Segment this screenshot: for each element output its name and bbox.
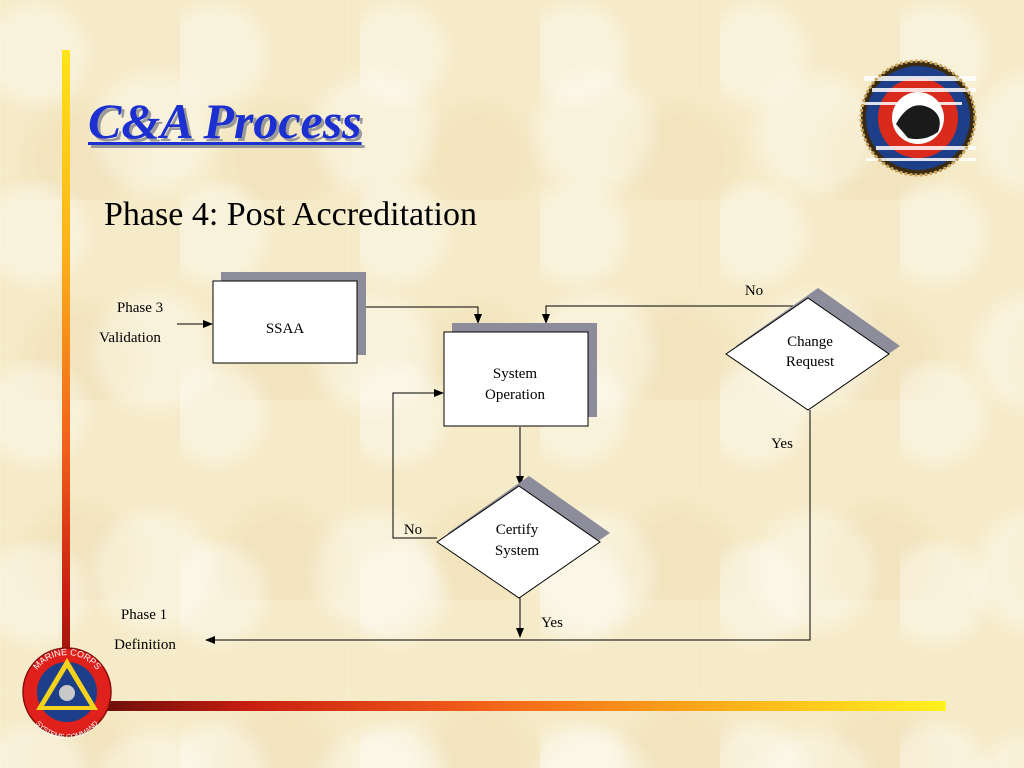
certify-no-label: No <box>404 522 422 538</box>
change-request-label-line2: Request <box>786 354 835 370</box>
certify-system-label-line2: System <box>495 543 540 559</box>
arrow-change-no-to-system-operation <box>542 305 807 324</box>
ssaa-box: SSAA <box>212 272 366 364</box>
certify-system-label-line1: Certify <box>496 522 539 538</box>
top-right-emblem <box>858 58 980 178</box>
seal-icon <box>859 59 977 177</box>
change-no-label: No <box>745 283 763 299</box>
system-operation-label-line1: System <box>493 366 538 382</box>
slide-title: C&A Process <box>88 93 362 149</box>
ssaa-label: SSAA <box>266 321 305 337</box>
marine-corps-logo-icon: MARINE CORPS SYSTEMS COMMAND <box>22 647 112 738</box>
arrow-ssaa-to-system-operation <box>357 306 482 324</box>
input-label-line1: Phase 3 <box>117 300 163 316</box>
vertical-accent-bar <box>62 50 70 714</box>
arrow-certify-no-loop <box>392 389 444 539</box>
marine-corps-emblem: MARINE CORPS SYSTEMS COMMAND <box>16 646 118 738</box>
change-yes-label: Yes <box>771 436 793 452</box>
system-operation-box: System Operation <box>443 323 597 427</box>
input-label-line2: Validation <box>99 330 161 346</box>
horizontal-accent-bar <box>100 701 946 711</box>
change-request-label-line1: Change <box>787 334 833 350</box>
output-label-line2: Definition <box>114 637 176 653</box>
slide-subtitle: Phase 4: Post Accreditation <box>104 196 478 233</box>
change-request-decision: Change Request <box>725 288 900 411</box>
certify-yes-label: Yes <box>541 615 563 631</box>
system-operation-label-line2: Operation <box>485 387 545 403</box>
certify-system-decision: Certify System <box>436 476 610 599</box>
output-label-line1: Phase 1 <box>121 607 167 623</box>
